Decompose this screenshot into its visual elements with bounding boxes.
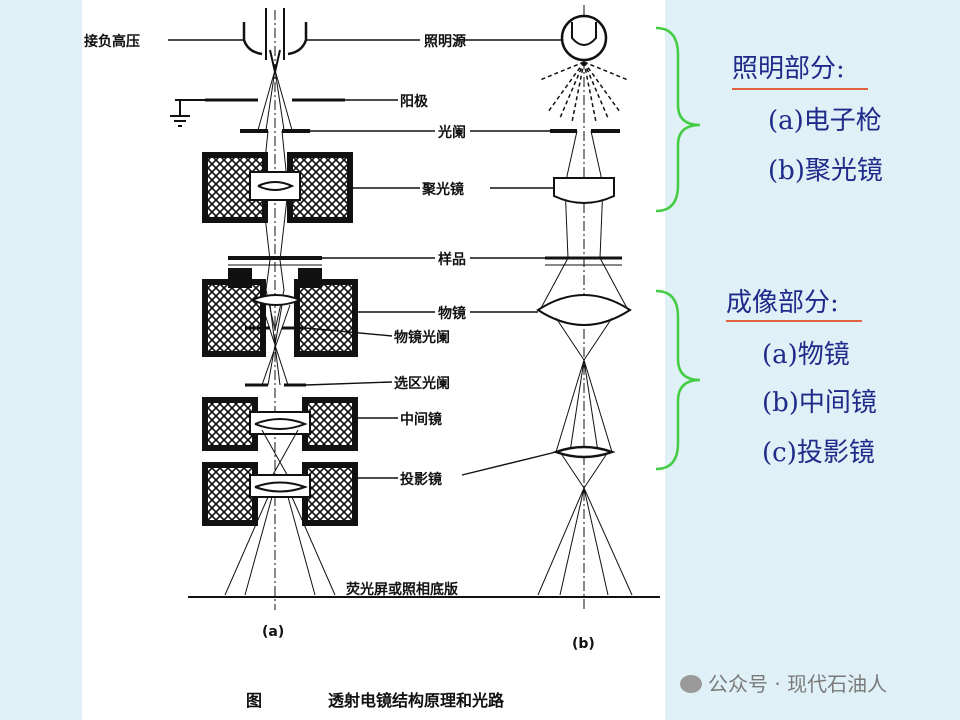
label-aperture: 光阑: [437, 124, 466, 141]
label-objective: 物镜: [438, 305, 466, 322]
caption-text: 透射电镜结构原理和光路: [328, 691, 505, 710]
label-anode: 阳极: [400, 93, 429, 110]
illumination-item-gun: (a)电子枪: [768, 106, 882, 136]
label-illumination-source: 照明源: [424, 33, 466, 50]
imaging-item-intermediate: (b)中间镜: [762, 388, 877, 418]
label-screen: 荧光屏或照相底版: [346, 581, 458, 598]
label-selected-area-aperture: 选区光阑: [394, 375, 450, 392]
diagram-scan: 接负高压 照明源 阳极 光阑 聚光镜 样品 物镜 物镜光阑 选区光阑 中间镜 投…: [82, 0, 665, 720]
imaging-item-projector: (c)投影镜: [762, 438, 875, 468]
left-column-a: [170, 8, 660, 610]
tem-structure-diagram: 接负高压 照明源 阳极 光阑 聚光镜 样品 物镜 物镜光阑 选区光阑 中间镜 投…: [84, 5, 660, 710]
label-projector: 投影镜: [400, 471, 442, 488]
illumination-underline: [732, 88, 868, 90]
wechat-icon: [680, 675, 702, 693]
right-column-b: [536, 5, 633, 610]
label-specimen: 样品: [438, 251, 466, 268]
label-condenser: 聚光镜: [421, 181, 464, 198]
watermark-text: 公众号 · 现代石油人: [708, 672, 888, 696]
watermark: 公众号 · 现代石油人: [680, 668, 887, 697]
label-objective-aperture: 物镜光阑: [394, 329, 450, 346]
braces: [655, 26, 701, 471]
imaging-item-objective: (a)物镜: [762, 340, 850, 370]
sub-label-b: (b): [572, 636, 595, 652]
illumination-title: 照明部分:: [732, 54, 845, 84]
leader-lines: [168, 39, 562, 479]
illumination-item-condenser: (b)聚光镜: [768, 156, 883, 186]
label-intermediate: 中间镜: [400, 411, 442, 428]
label-high-voltage: 接负高压: [84, 33, 140, 50]
sub-label-a: (a): [262, 624, 284, 640]
caption-prefix: 图: [246, 691, 262, 710]
imaging-underline: [726, 320, 862, 322]
imaging-title: 成像部分:: [726, 288, 839, 318]
